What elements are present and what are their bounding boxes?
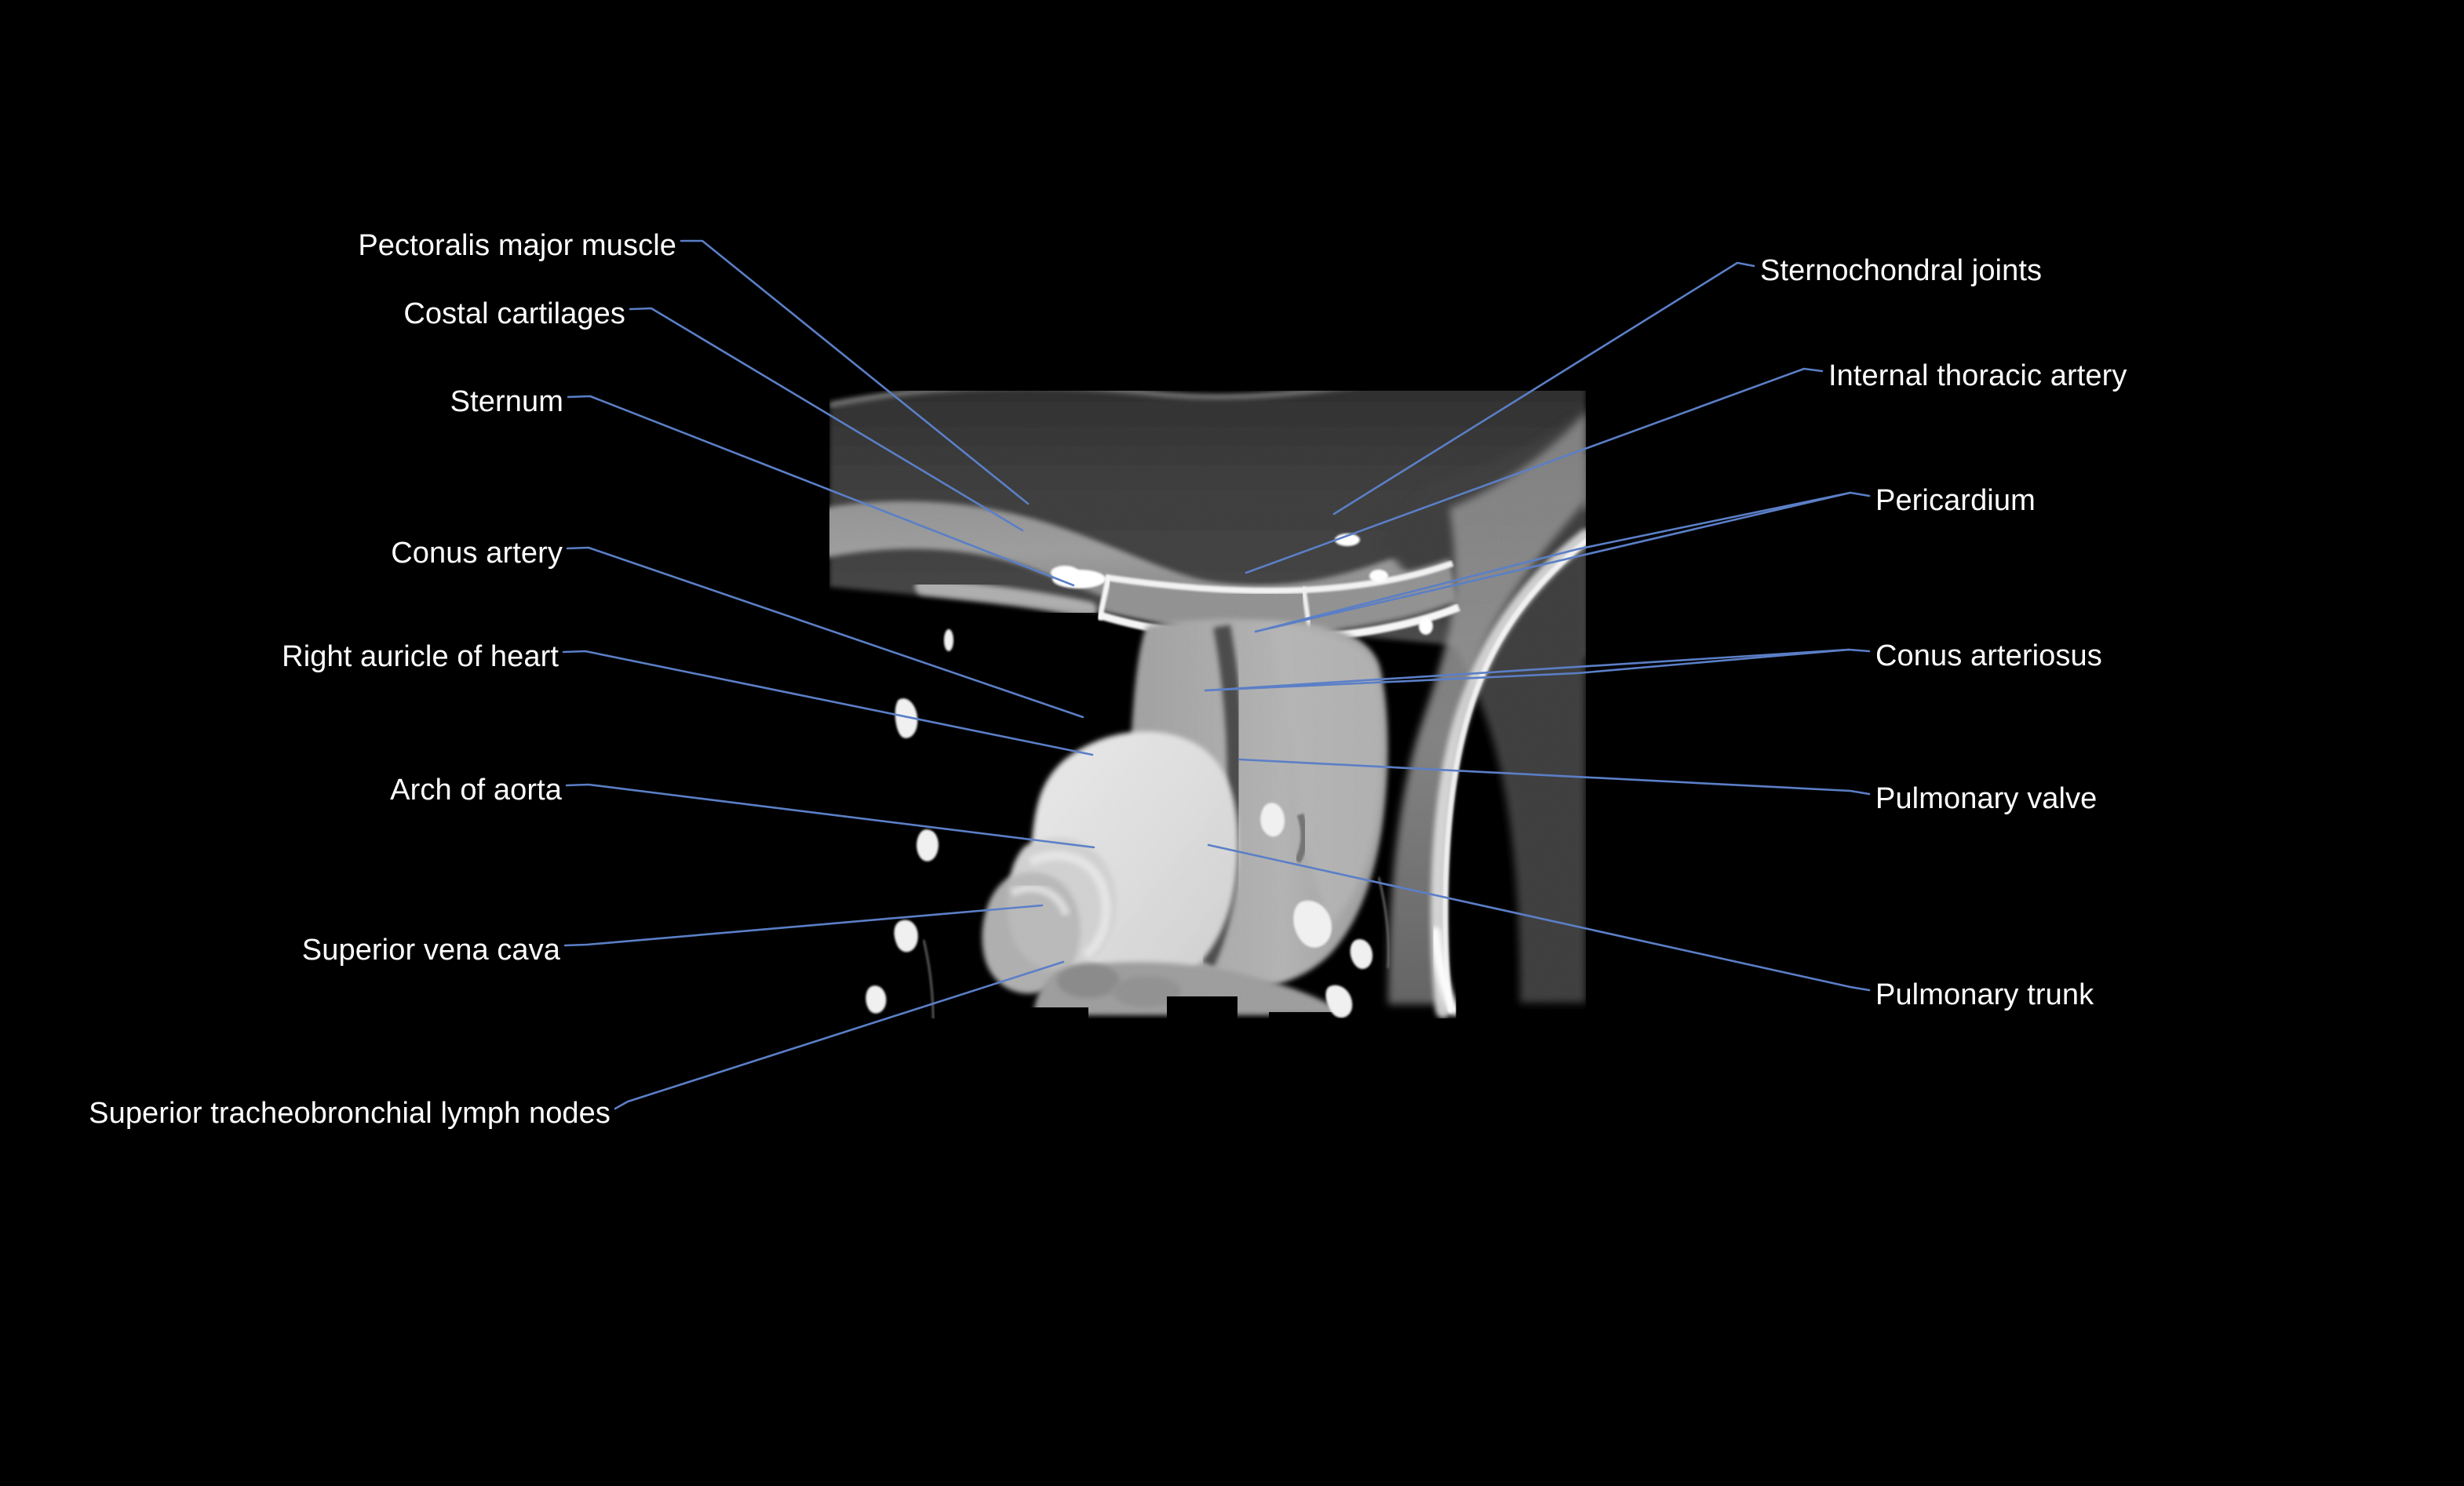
ct-scan-image	[829, 391, 1586, 1018]
label-pectoralis-major-muscle: Pectoralis major muscle	[358, 229, 676, 262]
label-pulmonary-trunk: Pulmonary trunk	[1875, 978, 2094, 1011]
ct-scan-raster	[829, 391, 1586, 1018]
label-superior-tracheobronchial-lymph-nodes: Superior tracheobronchial lymph nodes	[89, 1097, 611, 1130]
label-pericardium: Pericardium	[1875, 484, 2036, 517]
label-sternochondral-joints: Sternochondral joints	[1760, 254, 2043, 287]
label-conus-arteriosus: Conus arteriosus	[1875, 639, 2102, 672]
label-costal-cartilages: Costal cartilages	[403, 297, 625, 330]
label-conus-artery: Conus artery	[391, 537, 563, 570]
label-arch-of-aorta: Arch of aorta	[390, 774, 562, 807]
label-internal-thoracic-artery: Internal thoracic artery	[1828, 359, 2127, 392]
label-pulmonary-valve: Pulmonary valve	[1875, 782, 2098, 815]
label-sternum: Sternum	[450, 385, 563, 418]
label-superior-vena-cava: Superior vena cava	[301, 934, 560, 967]
label-right-auricle-of-heart: Right auricle of heart	[282, 640, 559, 673]
